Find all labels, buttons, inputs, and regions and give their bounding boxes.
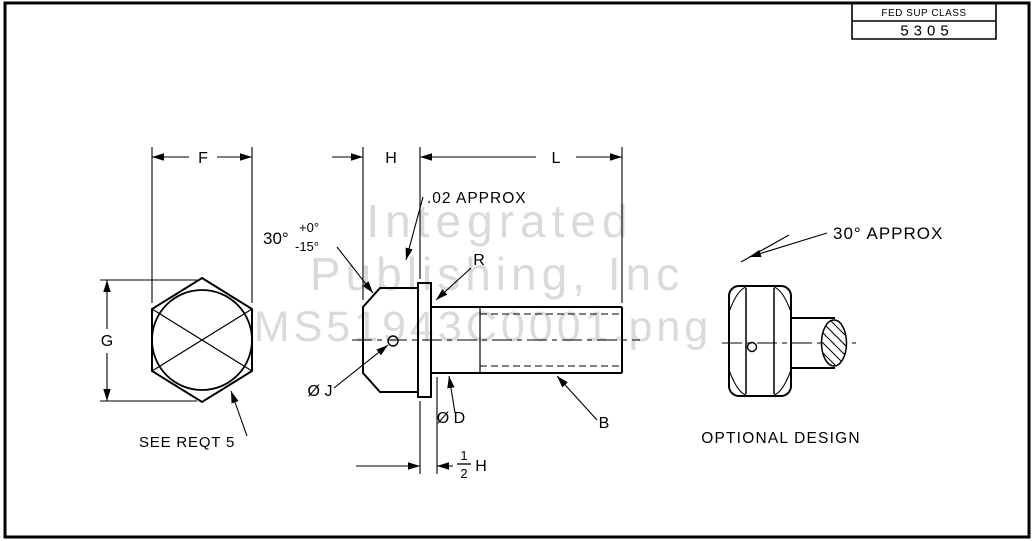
angle-30-approx-leader xyxy=(748,232,828,258)
title-block xyxy=(851,4,997,40)
dim-f xyxy=(151,147,253,303)
dim-h-label: H xyxy=(385,150,397,167)
half-h-denominator: 2 xyxy=(460,466,467,481)
half-h-letter: H xyxy=(475,458,487,475)
dim-r-label: R xyxy=(473,252,485,269)
dim-d-leader xyxy=(447,375,456,414)
front-view xyxy=(151,276,253,404)
sheet-border xyxy=(3,1,1031,539)
fed-sup-class-label: FED SUP CLASS xyxy=(881,8,966,19)
dim-g xyxy=(100,279,197,402)
angle-tol-plus: +0° xyxy=(299,220,319,235)
dim-b-label: B xyxy=(599,415,610,432)
dim-d-label: Ø D xyxy=(437,410,465,427)
note-02-approx: .02 APPROX xyxy=(427,190,527,207)
see-reqt-note: SEE REQT 5 xyxy=(139,434,235,451)
chamfer-arc xyxy=(728,286,747,313)
dim-h-l xyxy=(332,147,623,303)
hole-j xyxy=(387,335,399,347)
watermark-line-3: MS51943C0001.png xyxy=(254,303,712,351)
watermark: Integrated Publishing, Inc MS51943C0001.… xyxy=(254,195,712,351)
fed-sup-class-value: 5305 xyxy=(900,23,953,40)
chamfer-arc xyxy=(773,286,792,313)
chamfer-arc xyxy=(773,369,792,396)
break-symbol xyxy=(820,319,848,367)
angle-30-approx-label: 30° APPROX xyxy=(833,224,943,243)
chamfer-extension-line xyxy=(740,234,790,263)
dim-j-leader xyxy=(333,344,389,389)
dim-half-h xyxy=(356,377,471,474)
hex-diagonal xyxy=(151,308,253,372)
angle-tol-minus: -15° xyxy=(295,239,319,254)
side-view xyxy=(352,282,640,398)
dim-f-label: F xyxy=(198,150,208,167)
hole-j-optional xyxy=(746,341,758,353)
watermark-line-2: Publishing, Inc xyxy=(310,248,684,300)
watermark-line-1: Integrated xyxy=(366,195,633,247)
chamfer-arc xyxy=(728,369,747,396)
angle-30-leader xyxy=(336,246,374,294)
dim-b-leader xyxy=(556,375,598,421)
chamfer-circle xyxy=(151,289,253,391)
note-02-leader xyxy=(405,196,424,261)
dim-l-label: L xyxy=(552,150,561,167)
dim-g-label: G xyxy=(101,333,113,350)
optional-view xyxy=(722,285,856,397)
see-reqt-leader xyxy=(230,390,248,437)
optional-head-outline xyxy=(728,285,792,397)
dim-j-label: Ø J xyxy=(308,383,333,400)
optional-design-caption: OPTIONAL DESIGN xyxy=(701,430,861,447)
dim-r-leader xyxy=(435,267,472,301)
half-h-numerator: 1 xyxy=(460,448,467,463)
angle-30-label: 30° xyxy=(263,229,289,248)
